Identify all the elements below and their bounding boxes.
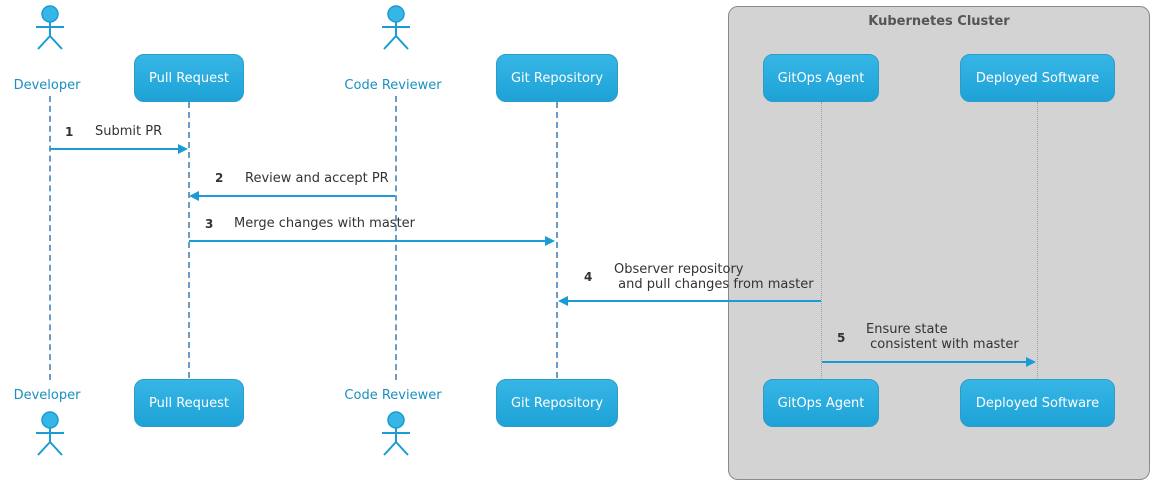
code-reviewer-label-top: Code Reviewer <box>344 78 442 93</box>
code-reviewer-actor-icon-top <box>382 5 410 50</box>
gitops-agent-participant-top: GitOps Agent <box>763 54 879 102</box>
lifeline-code-reviewer <box>395 96 397 380</box>
message-5-arrow-line <box>822 361 1026 363</box>
developer-label-top: Developer <box>13 78 81 93</box>
gitops-agent-participant-bottom: GitOps Agent <box>763 379 879 427</box>
pull-request-participant-bottom: Pull Request <box>134 379 244 427</box>
message-1-arrowhead <box>178 144 188 154</box>
git-repository-participant-bottom: Git Repository <box>496 379 618 427</box>
message-4-text: Observer repository and pull changes fro… <box>614 262 814 292</box>
deployed-software-participant-bottom: Deployed Software <box>960 379 1115 427</box>
message-3-arrow-line <box>189 240 545 242</box>
message-4-number: 4 <box>584 270 593 284</box>
message-5-arrowhead <box>1026 357 1036 367</box>
lifeline-deployed-software <box>1037 102 1038 378</box>
message-4-arrow-line <box>568 300 821 302</box>
message-2-text: Review and accept PR <box>245 171 389 186</box>
message-2-arrowhead <box>189 191 199 201</box>
message-3-arrowhead <box>545 236 555 246</box>
deployed-software-participant-top: Deployed Software <box>960 54 1115 102</box>
pull-request-participant-top: Pull Request <box>134 54 244 102</box>
lifeline-gitops-agent <box>821 102 822 378</box>
code-reviewer-label-bottom: Code Reviewer <box>344 388 442 403</box>
developer-actor-icon-top <box>36 5 64 50</box>
message-1-number: 1 <box>65 125 74 139</box>
code-reviewer-actor-icon-bottom <box>382 411 410 456</box>
message-1-arrow-line <box>50 148 178 150</box>
message-3-text: Merge changes with master <box>234 216 416 231</box>
cluster-title: Kubernetes Cluster <box>868 14 1010 29</box>
developer-actor-icon-bottom <box>36 411 64 456</box>
lifeline-developer <box>49 96 51 380</box>
message-1-text: Submit PR <box>95 124 163 139</box>
lifeline-git-repository <box>556 102 558 378</box>
git-repository-participant-top: Git Repository <box>496 54 618 102</box>
developer-label-bottom: Developer <box>13 388 81 403</box>
message-5-text: Ensure state consistent with master <box>866 322 1019 352</box>
message-2-number: 2 <box>215 171 224 185</box>
message-4-arrowhead <box>558 296 568 306</box>
message-5-number: 5 <box>837 331 846 345</box>
message-2-arrow-line <box>199 195 395 197</box>
message-3-number: 3 <box>205 217 214 231</box>
